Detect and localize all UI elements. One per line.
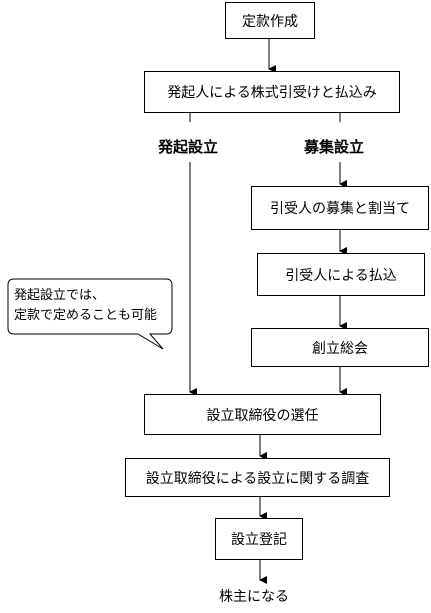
note-line-1: 発起設立では、 xyxy=(14,288,106,303)
node-boshu-wariate-label: 引受人の募集と割当て xyxy=(270,201,410,217)
node-teikan: 定款作成 xyxy=(225,2,315,39)
note-bubble-shape xyxy=(7,278,173,350)
node-senin: 設立取締役の選任 xyxy=(144,394,381,435)
node-teikan-label: 定款作成 xyxy=(242,13,298,30)
branch-hokki-label: 発起設立 xyxy=(158,138,219,156)
node-chosa-label: 設立取締役による設立に関する調査 xyxy=(145,470,370,487)
node-soritsu-sokai: 創立総会 xyxy=(251,328,429,367)
node-hikiuke: 発起人による株式引受けと払込み xyxy=(144,71,400,113)
node-harai: 引受人による払込 xyxy=(257,253,425,296)
node-boshu-wariate: 引受人の募集と割当て xyxy=(251,186,429,230)
node-harai-label: 引受人による払込 xyxy=(285,267,397,284)
node-chosa: 設立取締役による設立に関する調査 xyxy=(125,458,390,497)
note-line-2: 定款で定めることも可能 xyxy=(14,308,158,323)
node-kabunushi-label: 株主になる xyxy=(219,589,289,605)
branch-boshu-label: 募集設立 xyxy=(304,138,365,156)
node-senin-label: 設立取締役の選任 xyxy=(206,407,319,424)
node-toki: 設立登記 xyxy=(215,518,303,560)
node-hikiuke-label: 発起人による株式引受けと払込み xyxy=(167,85,377,101)
node-soritsu-sokai-label: 創立総会 xyxy=(312,340,368,357)
node-toki-label: 設立登記 xyxy=(231,532,287,548)
